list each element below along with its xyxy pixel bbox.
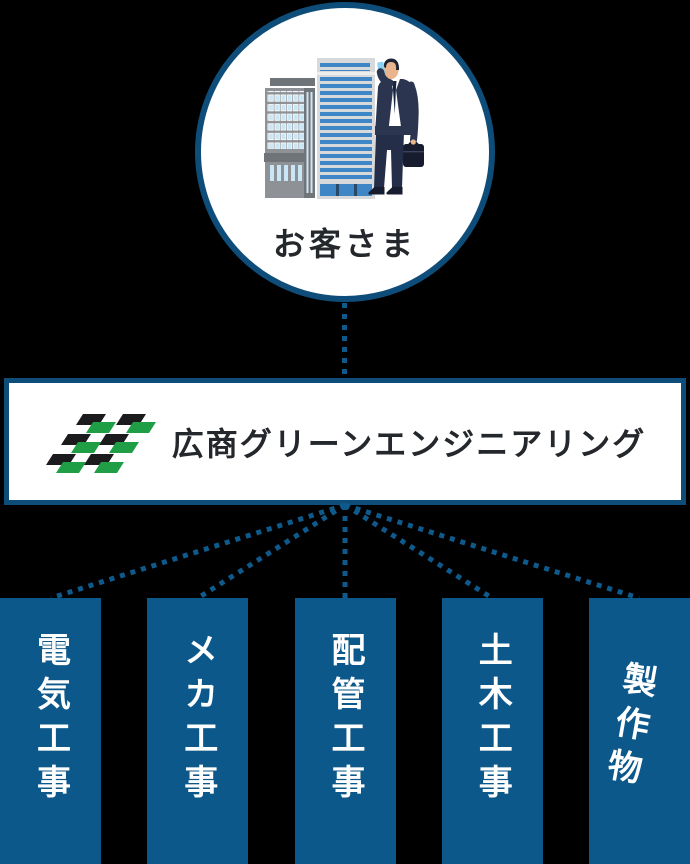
service-label: メカ工事	[178, 632, 217, 808]
service-label: 土木工事	[473, 632, 512, 808]
service-label: 配管工事	[326, 632, 364, 808]
service-label: 製作物	[597, 658, 659, 796]
service-columns: 電気工事 メカ工事 配管工事 土木工事 製作物	[0, 598, 690, 864]
service-column-piping: 配管工事	[294, 598, 396, 864]
skyscraper-icon	[317, 58, 375, 199]
office-building-icon	[263, 76, 317, 200]
connector-line-mechanical	[196, 503, 347, 600]
connector-customer-company	[342, 303, 347, 378]
customer-label: お客さま	[272, 226, 417, 262]
connector-fan	[50, 503, 640, 600]
company-name: 広商グリーンエンジニアリング	[171, 425, 647, 462]
company-box: 広商グリーンエンジニアリング	[4, 378, 686, 505]
connector-line-electrical	[50, 503, 346, 600]
businessman-icon	[368, 58, 424, 195]
connector-line-civil	[343, 503, 494, 600]
customer-illustration-icon	[263, 58, 424, 200]
service-column-electrical: 電気工事	[0, 598, 101, 864]
service-column-civil: 土木工事	[441, 598, 543, 864]
service-column-mechanical: メカ工事	[147, 598, 249, 864]
company-logo-icon	[45, 413, 156, 473]
customer-circle: お客さま	[195, 2, 495, 302]
service-label: 電気工事	[31, 632, 70, 808]
service-column-products: 製作物	[589, 598, 690, 864]
connector-line-products	[344, 503, 640, 600]
